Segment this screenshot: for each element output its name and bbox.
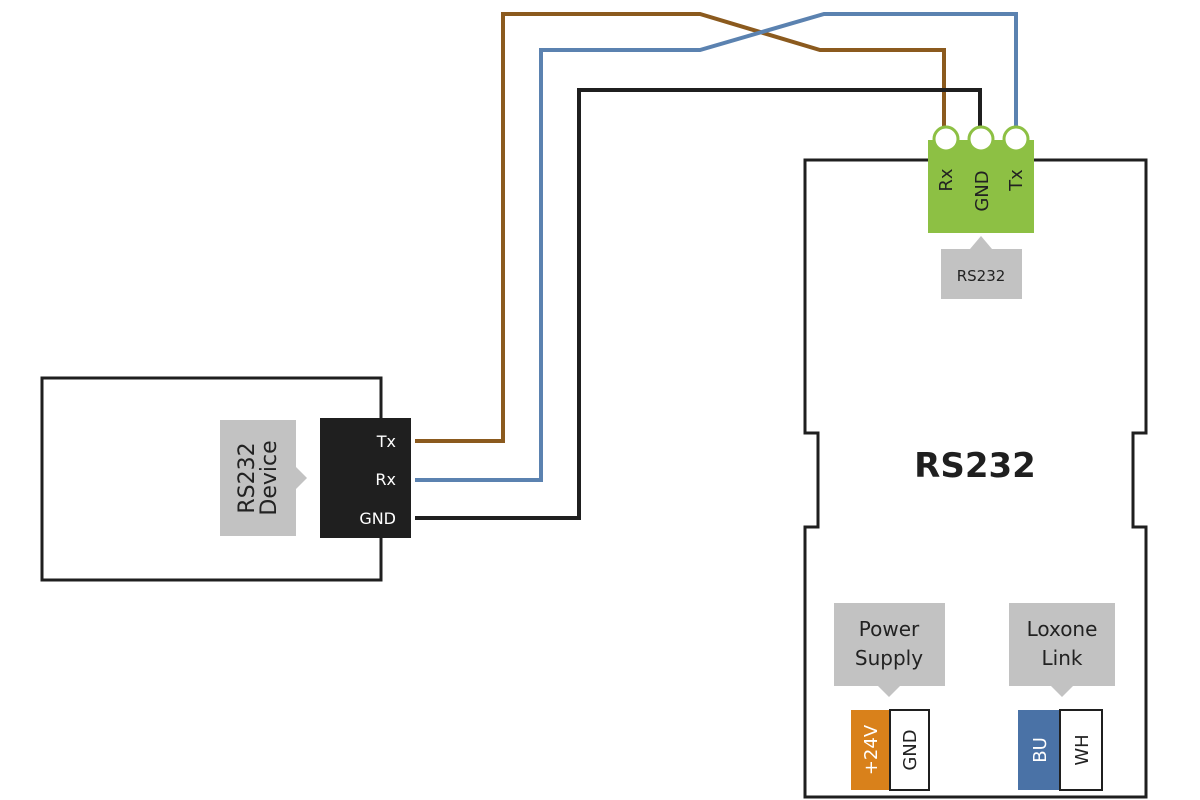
wire-rx [415,12,1018,482]
link-label-line2: Link [1042,646,1083,670]
device-pin-gnd: GND [359,509,396,528]
device-pin-rx: Rx [375,470,396,489]
power-label-line2: Supply [855,646,923,670]
terminal-wh [1059,709,1103,791]
device-label-line2: Device [257,440,282,515]
device-label-callout: RS232 Device [220,420,307,536]
loxone-link-callout: Loxone Link [1009,603,1115,697]
terminal-screw-gnd [967,125,995,153]
extension-outline [803,158,1148,799]
terminal-bu-label: BU [1030,737,1051,763]
wires [415,12,1018,520]
rs232-terminal-callout: RS232 [941,236,1022,299]
wire-gnd [415,88,982,520]
power-supply-callout: Power Supply [834,603,945,697]
extension-title: RS232 [914,446,1036,486]
loxone-link-terminal: BU WH [1018,709,1103,791]
terminal-plus24v [851,710,890,790]
power-label-line1: Power [859,617,920,641]
wire-tx [415,12,946,443]
terminal-screw-rx [932,125,960,153]
rs232-terminal-label: RS232 [957,267,1006,285]
device-connector [320,418,411,538]
device-outline [40,376,383,582]
terminal-label-gnd: GND [972,170,993,211]
rs232-extension: RS232 Rx GND Tx RS232 Power Supply +24V [803,125,1148,799]
terminal-plus24v-label: +24V [861,724,882,775]
terminal-label-rx: Rx [936,168,957,192]
device-pin-tx: Tx [376,432,396,451]
terminal-label-tx: Tx [1006,169,1027,192]
terminal-power-gnd-label: GND [900,729,921,770]
terminal-power-gnd [889,709,930,791]
terminal-wh-label: WH [1072,734,1093,765]
link-label-line1: Loxone [1027,617,1098,641]
terminal-bu [1018,710,1060,790]
rs232-terminal: Rx GND Tx [928,125,1034,233]
rs232-device: RS232 Device Tx Rx GND [40,376,411,582]
power-terminal: +24V GND [851,709,930,791]
device-label-line1: RS232 [235,442,260,513]
terminal-screw-tx [1002,125,1030,153]
